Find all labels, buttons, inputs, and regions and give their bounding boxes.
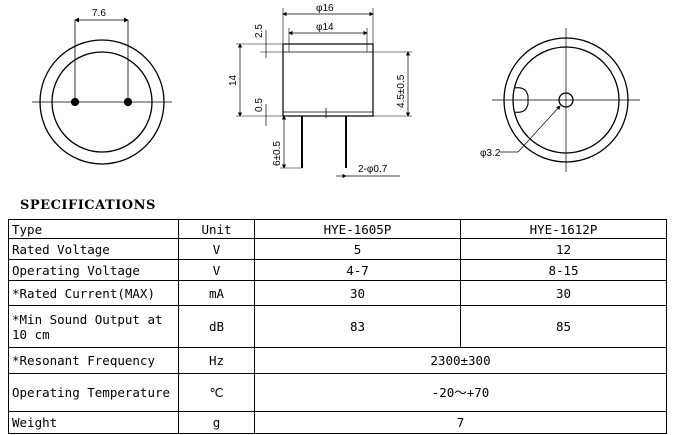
unit-cell: V bbox=[178, 259, 255, 281]
table-row: *Rated Current(MAX) mA 30 30 bbox=[8, 280, 667, 306]
dim-pin-len: 6±0.5 bbox=[272, 141, 283, 166]
bottom-view bbox=[32, 17, 172, 165]
dim-pin-dia: 2-φ0.7 bbox=[358, 164, 388, 175]
unit-cell: ℃ bbox=[178, 373, 255, 412]
unit-cell: mA bbox=[178, 280, 255, 306]
param-cell: Rated Voltage bbox=[8, 238, 179, 260]
dim-pin-spacing: 7.6 bbox=[92, 8, 106, 19]
header-type: Type bbox=[8, 219, 179, 239]
dim-outer-dia: φ16 bbox=[316, 3, 334, 14]
dim-height: 14 bbox=[228, 74, 239, 86]
value-b-cell: 12 bbox=[460, 238, 667, 260]
shared-value-cell: 7 bbox=[254, 411, 667, 434]
dim-hole: φ3.2 bbox=[480, 148, 501, 159]
unit-cell: Hz bbox=[178, 347, 255, 374]
shared-value-cell: 2300±300 bbox=[254, 347, 667, 374]
header-model-a: HYE-1605P bbox=[254, 219, 461, 239]
value-a-cell: 5 bbox=[254, 238, 461, 260]
table-row: *Min Sound Output at 10 cm dB 83 85 bbox=[8, 305, 667, 348]
value-a-cell: 4-7 bbox=[254, 259, 461, 281]
header-unit: Unit bbox=[178, 219, 255, 239]
top-view bbox=[492, 28, 640, 172]
param-cell: Operating Temperature bbox=[8, 373, 179, 412]
unit-cell: g bbox=[178, 411, 255, 434]
table-row: Operating Voltage V 4-7 8-15 bbox=[8, 259, 667, 281]
shared-value-cell: -20～+70 bbox=[254, 373, 667, 412]
value-a-cell: 83 bbox=[254, 305, 461, 348]
value-a-cell: 30 bbox=[254, 280, 461, 306]
value-b-cell: 8-15 bbox=[460, 259, 667, 281]
side-view bbox=[236, 8, 412, 179]
table-row: Weight g 7 bbox=[8, 411, 667, 434]
dim-base: 0.5 bbox=[254, 98, 265, 112]
dim-inner-dia: φ14 bbox=[316, 22, 334, 33]
table-row: Rated Voltage V 5 12 bbox=[8, 238, 667, 260]
specifications-title: SPECIFICATIONS bbox=[20, 198, 156, 213]
header-model-b: HYE-1612P bbox=[460, 219, 667, 239]
param-cell: Weight bbox=[8, 411, 179, 434]
unit-cell: V bbox=[178, 238, 255, 260]
param-cell: *Min Sound Output at 10 cm bbox=[8, 305, 179, 348]
specifications-table: Type Unit HYE-1605P HYE-1612P Rated Volt… bbox=[8, 219, 667, 434]
dim-top: 2.5 bbox=[254, 24, 265, 38]
param-cell: Operating Voltage bbox=[8, 259, 179, 281]
param-cell: *Rated Current(MAX) bbox=[8, 280, 179, 306]
table-row: *Resonant Frequency Hz 2300±300 bbox=[8, 347, 667, 374]
unit-cell: dB bbox=[178, 305, 255, 348]
table-row: Operating Temperature ℃ -20～+70 bbox=[8, 373, 667, 412]
value-b-cell: 85 bbox=[460, 305, 667, 348]
table-header-row: Type Unit HYE-1605P HYE-1612P bbox=[8, 219, 667, 239]
mechanical-drawing: 7.6 φ16 φ14 2.5 14 0 bbox=[32, 3, 640, 179]
value-b-cell: 30 bbox=[460, 280, 667, 306]
param-cell: *Resonant Frequency bbox=[8, 347, 179, 374]
dim-side: 4.5±0.5 bbox=[396, 74, 407, 108]
